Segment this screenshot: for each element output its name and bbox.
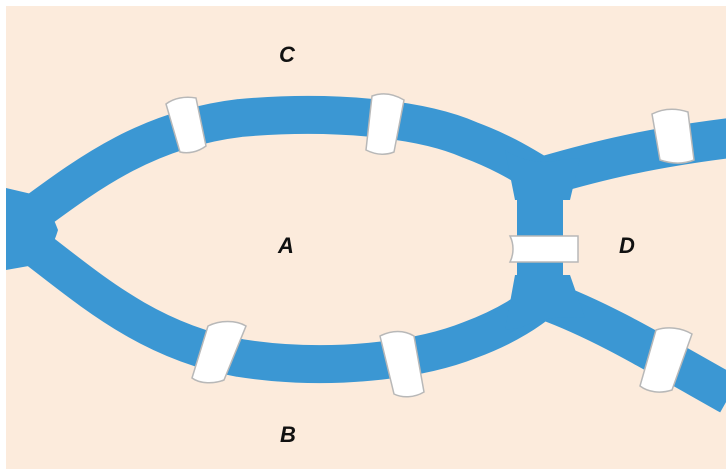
land-background [6, 6, 726, 469]
region-label-a: A [278, 235, 294, 257]
bridge-4 [510, 236, 578, 262]
region-label-c: C [279, 44, 295, 66]
region-label-d: D [619, 235, 635, 257]
region-label-b: B [280, 424, 296, 446]
